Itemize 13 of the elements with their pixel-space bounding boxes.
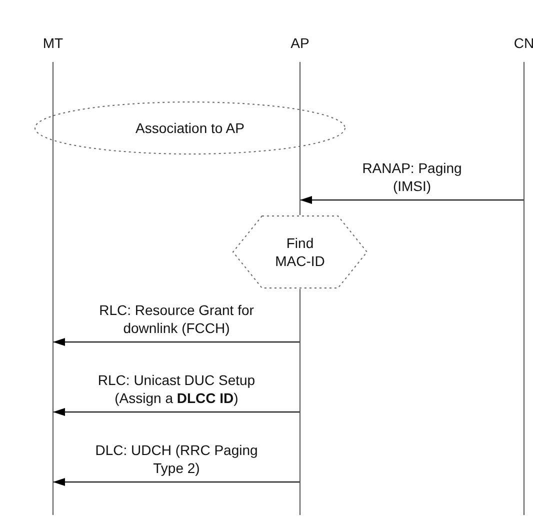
node-text: Association to AP [136, 119, 244, 137]
participant-label: CN [514, 34, 533, 52]
message-label: DLC: UDCH (RRC Paging Type 2) [94, 441, 259, 477]
participant-label: MT [42, 34, 64, 52]
participant-label: AP [290, 34, 310, 52]
message-arrow [300, 196, 524, 204]
message-label: RLC: Resource Grant for downlink (FCCH) [98, 301, 255, 337]
message-arrow [52, 338, 300, 346]
node-text: Find MAC-ID [274, 234, 326, 270]
message-label: RLC: Unicast DUC Setup (Assign a DLCC ID) [96, 371, 256, 407]
message-arrow [52, 408, 300, 416]
message-label: RANAP: Paging (IMSI) [361, 159, 463, 195]
message-arrow [52, 478, 300, 486]
